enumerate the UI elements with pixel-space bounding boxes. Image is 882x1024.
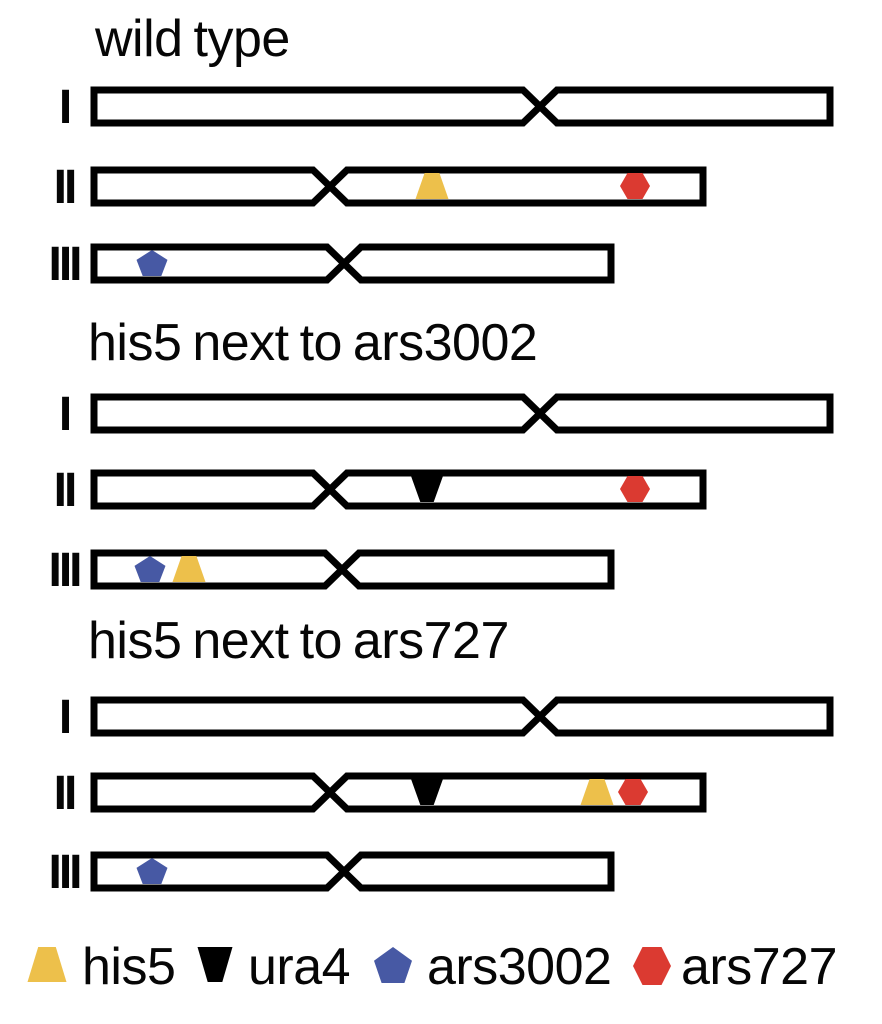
ars727-marker <box>620 476 650 502</box>
legend-ars3002-shape <box>374 947 412 983</box>
chromosome-label-II: II <box>54 161 75 214</box>
chromosome-label-III: III <box>48 544 80 597</box>
legend-label-ura4: ura4 <box>248 938 350 996</box>
ars3002-marker <box>134 556 166 582</box>
legend-ars727-shape <box>633 947 671 985</box>
section-title-his5-next-to-ars727: his5 next to ars727 <box>88 612 509 670</box>
chromosome-label-I: I <box>59 81 70 134</box>
legend: his5 ura4 ars3002 ars727 <box>27 938 838 996</box>
legend-ura4-shape <box>197 947 233 982</box>
legend-shapes-group <box>27 947 671 985</box>
section-title-his5-next-to-ars3002: his5 next to ars3002 <box>88 314 537 372</box>
legend-label-ars727: ars727 <box>681 938 837 996</box>
his5-marker <box>172 556 206 582</box>
chromosome-label-II: II <box>54 464 75 517</box>
legend-label-ars3002: ars3002 <box>427 938 611 996</box>
his5-marker <box>580 779 614 805</box>
ura4-marker <box>411 779 443 805</box>
chromosome-II-section-3-outline <box>90 772 707 813</box>
section-title-wild-type: wild type <box>94 10 290 68</box>
chromosome-II-section-1-outline <box>90 166 707 207</box>
chromosome-I-section-2-outline <box>90 393 834 434</box>
chromosome-label-III: III <box>48 238 80 291</box>
chromosome-label-I: I <box>59 388 70 441</box>
chromosome-I-section-1-outline <box>90 86 834 127</box>
chromosome-label-II: II <box>54 767 75 820</box>
chromosome-label-I: I <box>59 691 70 744</box>
his5-marker <box>415 173 449 199</box>
legend-his5-shape <box>27 947 67 982</box>
legend-label-his5: his5 <box>82 938 175 996</box>
chromosome-II-section-2-outline <box>90 469 707 510</box>
ars727-marker <box>620 173 650 199</box>
chromosome-III-section-2-outline <box>90 549 615 590</box>
ars3002-marker <box>136 858 168 884</box>
ars3002-marker <box>136 250 168 276</box>
chromosome-label-III: III <box>48 846 80 899</box>
chromosome-III-section-1-outline <box>90 243 615 284</box>
chromosome-I-section-3-outline <box>90 696 834 737</box>
chromosome-III-section-3-outline <box>90 851 615 892</box>
ars727-marker <box>618 779 648 805</box>
ura4-marker <box>411 476 443 502</box>
